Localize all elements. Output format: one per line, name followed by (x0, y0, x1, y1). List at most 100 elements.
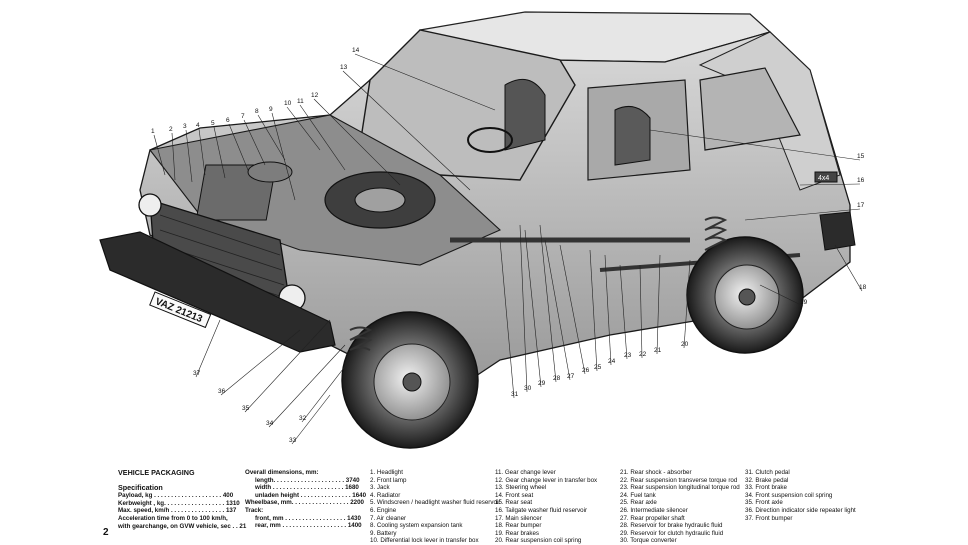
callout-leader-line (171, 132, 176, 181)
callout-number: 4 (196, 122, 200, 129)
callout-leader-line (244, 319, 331, 413)
callout-number: 15 (857, 153, 865, 160)
callout-leader-line (683, 259, 691, 349)
callout-number: 36 (218, 388, 226, 395)
callout-number: 21 (654, 347, 662, 354)
front-coil-spring (349, 326, 373, 351)
callout-leader-line (744, 208, 861, 221)
legend-item: 10. Differential lock lever in transfer … (370, 537, 479, 545)
callout-number: 35 (242, 405, 250, 412)
callout-number: 37 (193, 370, 201, 377)
callout-number: 6 (226, 117, 230, 124)
legend-item: 24. Fuel tank (620, 491, 656, 499)
legend-item: 8. Cooling system expansion tank (370, 522, 463, 530)
legend-item: 9. Battery (370, 529, 397, 537)
callout-number: 24 (608, 358, 616, 365)
callout-number: 23 (624, 352, 632, 359)
page-number: 2 (103, 527, 109, 538)
callout-number: 29 (538, 380, 546, 387)
callout-number: 16 (857, 177, 865, 184)
callout-number: 14 (352, 47, 360, 54)
callout-number: 28 (553, 375, 561, 382)
dimensions-list: length. . . . . . . . . . . . . . . . . … (245, 476, 367, 530)
legend-item: 36. Direction indicator side repeater li… (745, 506, 856, 514)
rear-seat-shape (614, 105, 651, 166)
callout-leader-line (220, 329, 301, 396)
spec-list: Payload, kg . . . . . . . . . . . . . . … (118, 492, 247, 530)
legend-item: 26. Intermediate silencer (620, 506, 688, 514)
callout-leader-line (342, 70, 471, 191)
callout-leader-line (524, 229, 542, 388)
spec-heading: Specification (118, 482, 163, 492)
callout-number: 2 (169, 126, 173, 133)
callout-leader-line (639, 264, 643, 359)
callout-leader-line (649, 129, 861, 161)
dimension-row: Track: (245, 506, 264, 514)
callout-leader-line (301, 359, 351, 423)
callout-leader-line (539, 224, 557, 383)
callout-leader-line (313, 98, 401, 186)
callout-number: 3 (183, 123, 187, 130)
callout-number: 1 (151, 128, 155, 135)
callout-number: 11 (297, 98, 304, 105)
callout-leader-line (228, 123, 249, 171)
callout-number: 9 (269, 106, 273, 113)
callout-leader-line (499, 239, 515, 399)
section-title: VEHICLE PACKAGING (118, 468, 195, 477)
legend-item: 15. Rear seat (495, 499, 533, 507)
legend-item: 34. Front suspension coil spring (745, 491, 833, 499)
legend-item: 2. Front lamp (370, 476, 407, 484)
callout-leader-line (799, 183, 861, 186)
legend-item: 21. Rear shock - absorber (620, 469, 692, 476)
callout-leader-line (834, 244, 863, 292)
dimensions-heading: Overall dimensions, mm: (245, 469, 319, 476)
callout-leader-line (257, 114, 286, 161)
callout-number: 5 (211, 120, 215, 127)
legend-panel: VEHICLE PACKAGING Specification Payload,… (0, 465, 968, 544)
dimension-row: width . . . . . . . . . . . . . . . . . … (255, 484, 359, 492)
callout-leader-line (519, 224, 528, 393)
rear-wheel-hub (738, 288, 756, 306)
callout-leader-line (619, 264, 628, 360)
callout-leader-line (213, 126, 226, 179)
steering-wheel-shape (467, 127, 513, 153)
legend-item: with gearchange, on GVW vehicle, sec . .… (118, 522, 247, 530)
callout-number: 27 (567, 373, 575, 380)
legend-item: 3. Jack (370, 484, 390, 492)
callout-number: 34 (266, 420, 274, 427)
legend-item: 28. Reservoir for brake hydraulic fluid (620, 522, 723, 530)
legend-item: 4. Radiator (370, 491, 401, 499)
callout-leader-line (291, 394, 331, 445)
dimension-row: Wheelbase, mm. . . . . . . . . . . . . .… (245, 499, 364, 507)
callout-number: 32 (299, 415, 307, 422)
legend-item: Payload, kg . . . . . . . . . . . . . . … (118, 492, 234, 500)
dimension-row: length. . . . . . . . . . . . . . . . . … (255, 476, 360, 484)
rear-side-window (699, 67, 801, 151)
rear-bumper-shape (819, 211, 856, 251)
legend-item: 33. Front brake (745, 484, 787, 492)
callout-number: 33 (289, 437, 297, 444)
legend-item: 17. Main silencer (495, 514, 542, 522)
callout-leader-line (656, 254, 661, 355)
callout-leader-line (243, 119, 266, 166)
front-wheel-hub (402, 372, 422, 392)
callout-leader-line (185, 129, 193, 183)
callout-leader-line (589, 249, 598, 372)
callout-number: 17 (857, 202, 865, 209)
callout-number: 7 (241, 113, 245, 120)
legend-item: Kerbweight , kg. . . . . . . . . . . . .… (118, 499, 240, 507)
legend-item: 31. Clutch pedal (745, 469, 790, 476)
callout-leader-line (759, 284, 804, 307)
callout-number: 26 (582, 367, 590, 374)
dimension-row: unladen height . . . . . . . . . . . . .… (255, 491, 367, 499)
front-bumper-shape (99, 231, 336, 353)
legend-item: 6. Engine (370, 506, 397, 514)
dimensions-column: Overall dimensions, mm: length. . . . . … (245, 469, 367, 530)
badge-4x4: 4x4 (818, 175, 829, 182)
spare-wheel-hub (354, 187, 406, 213)
legend-item: 18. Rear bumper (495, 522, 542, 530)
